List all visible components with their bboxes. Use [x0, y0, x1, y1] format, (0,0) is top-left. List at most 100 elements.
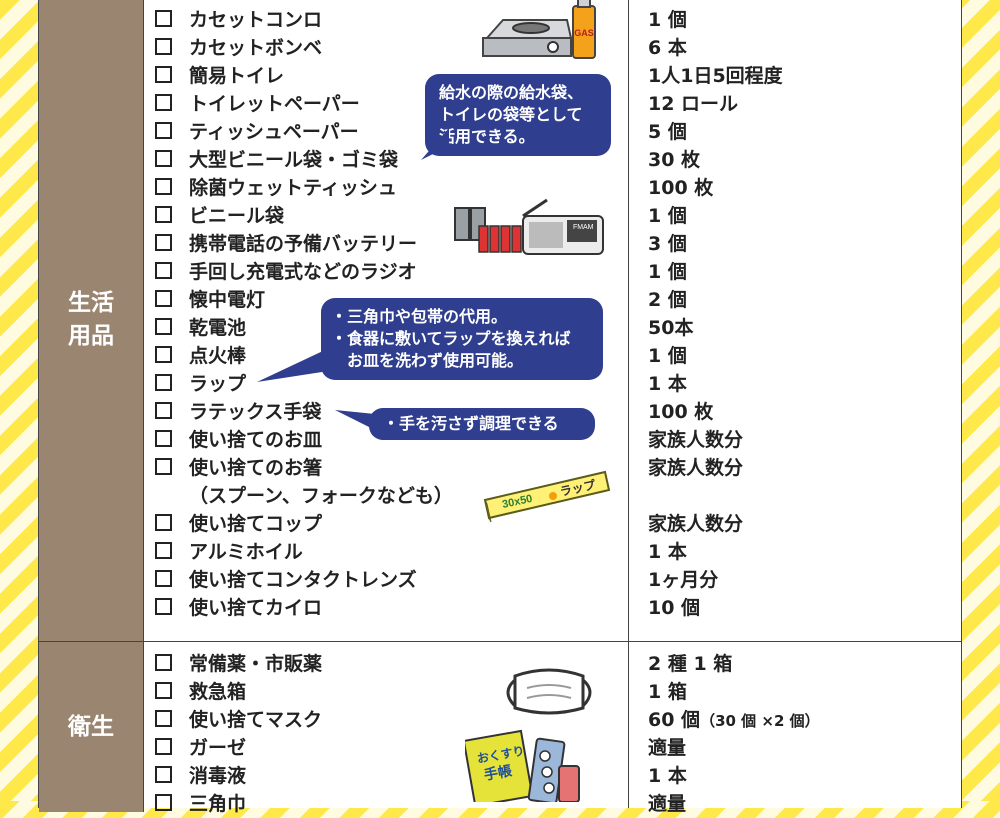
checkbox[interactable] [155, 262, 172, 279]
checkbox[interactable] [155, 10, 172, 27]
checkbox[interactable] [155, 738, 172, 755]
item-name: 手回し充電式などのラジオ [189, 261, 417, 283]
item-name: 三角巾 [189, 793, 247, 815]
medicine-book-line2: 手帳 [483, 762, 514, 784]
item-quantity: 2 個 [648, 286, 783, 314]
checkbox[interactable] [155, 38, 172, 55]
checkbox[interactable] [155, 318, 172, 335]
checklist-item: 使い捨てコップ [155, 510, 453, 538]
item-quantity: 100 枚 [648, 398, 783, 426]
category-living-line2: 用品 [68, 322, 114, 349]
checkbox[interactable] [155, 402, 172, 419]
item-name: アルミホイル [189, 541, 303, 563]
item-name: 使い捨てのお箸 [189, 457, 323, 479]
item-quantity: 家族人数分 [648, 510, 783, 538]
quantity-note: （30 個 ×2 個） [700, 712, 820, 730]
quantity-value: 1 個 [648, 261, 687, 283]
item-quantity: 3 個 [648, 230, 783, 258]
checklist-item: トイレットペーパー [155, 90, 453, 118]
quantity-value: 50本 [648, 317, 694, 339]
bubble-tail [335, 410, 375, 430]
bubble-tail [257, 350, 335, 382]
category-hygiene: 衛生 [39, 642, 144, 812]
item-name: 点火棒 [189, 345, 247, 367]
item-quantity: 1 個 [648, 6, 783, 34]
item-quantity: 1 本 [648, 762, 820, 790]
item-quantity: 1 個 [648, 258, 783, 286]
item-quantity: 60 個（30 個 ×2 個） [648, 706, 820, 734]
quantity-value: 6 本 [648, 37, 687, 59]
item-name: 乾電池 [189, 317, 247, 339]
bubble-tail [421, 128, 449, 160]
checkbox[interactable] [155, 206, 172, 223]
item-name: 使い捨てマスク [189, 709, 323, 731]
checklist-item: 三角巾 [155, 790, 322, 818]
checklist-item: （スプーン、フォークなども） [155, 482, 453, 510]
category-living: 生活用品 [39, 0, 144, 641]
checklist-item: ビニール袋 [155, 202, 453, 230]
item-quantity: 1 箱 [648, 678, 820, 706]
quantity-value: 30 枚 [648, 149, 701, 171]
checkbox[interactable] [155, 794, 172, 811]
checklist-sheet: 生活用品 衛生 カセットコンロカセットボンベ簡易トイレトイレットペーパーティッシ… [38, 0, 962, 815]
item-name: 大型ビニール袋・ゴミ袋 [189, 149, 399, 171]
checkbox[interactable] [155, 346, 172, 363]
quantity-value: 12 ロール [648, 93, 739, 115]
checkbox[interactable] [155, 234, 172, 251]
quantity-value: 10 個 [648, 597, 701, 619]
item-name: 簡易トイレ [189, 65, 285, 87]
checkbox[interactable] [155, 430, 172, 447]
quantity-value: 1人1日5回程度 [648, 65, 783, 87]
column-divider [628, 0, 629, 808]
checklist-item: 簡易トイレ [155, 62, 453, 90]
checkbox[interactable] [155, 66, 172, 83]
tip-line: お皿を洗わず使用可能。 [331, 351, 524, 370]
checkbox[interactable] [155, 570, 172, 587]
item-name: 懐中電灯 [189, 289, 266, 311]
checkbox[interactable] [155, 458, 172, 475]
item-quantity: 50本 [648, 314, 783, 342]
checklist-item: 使い捨てマスク [155, 706, 322, 734]
checkbox[interactable] [155, 654, 172, 671]
checkbox[interactable] [155, 514, 172, 531]
item-quantity: 1 本 [648, 370, 783, 398]
item-quantity: 家族人数分 [648, 426, 783, 454]
quantity-value: 100 枚 [648, 177, 714, 199]
tip-line: 活用できる。 [439, 127, 535, 146]
item-name: 消毒液 [189, 765, 247, 787]
checklist-item: 救急箱 [155, 678, 322, 706]
checklist-item: 大型ビニール袋・ゴミ袋 [155, 146, 453, 174]
checkbox[interactable] [155, 766, 172, 783]
wrap-box-icon: 30x50 ラップ [483, 470, 611, 523]
checkbox[interactable] [155, 542, 172, 559]
medicine-icon: おくすり 手帳 [465, 729, 580, 802]
quantity-value: 1 箱 [648, 681, 687, 703]
checkbox[interactable] [155, 178, 172, 195]
checkbox[interactable] [155, 710, 172, 727]
quantity-value: 1ヶ月分 [648, 569, 719, 591]
checkbox[interactable] [155, 598, 172, 615]
category-living-line1: 生活 [68, 290, 114, 317]
item-name: カセットボンベ [189, 37, 323, 59]
checklist-item: 常備薬・市販薬 [155, 650, 322, 678]
checklist-item: カセットボンベ [155, 34, 453, 62]
item-quantity: 1 本 [648, 538, 783, 566]
checkbox[interactable] [155, 94, 172, 111]
checkbox[interactable] [155, 682, 172, 699]
quantity-value: 5 個 [648, 121, 687, 143]
item-quantity: 5 個 [648, 118, 783, 146]
tip-line: ・手を汚さず調理できる [383, 414, 559, 433]
item-quantity: 適量 [648, 790, 820, 818]
quantity-value: 家族人数分 [648, 457, 744, 479]
tip-line: 給水の際の給水袋、 [439, 83, 584, 102]
item-quantity [648, 482, 783, 510]
quantity-value: 1 本 [648, 541, 687, 563]
quantity-value: 60 個 [648, 709, 701, 731]
checkbox[interactable] [155, 374, 172, 391]
quantity-value: 2 種 1 箱 [648, 653, 733, 675]
section-divider [39, 641, 961, 642]
checkbox[interactable] [155, 150, 172, 167]
checkbox[interactable] [155, 290, 172, 307]
quantity-value: 3 個 [648, 233, 687, 255]
checkbox[interactable] [155, 122, 172, 139]
